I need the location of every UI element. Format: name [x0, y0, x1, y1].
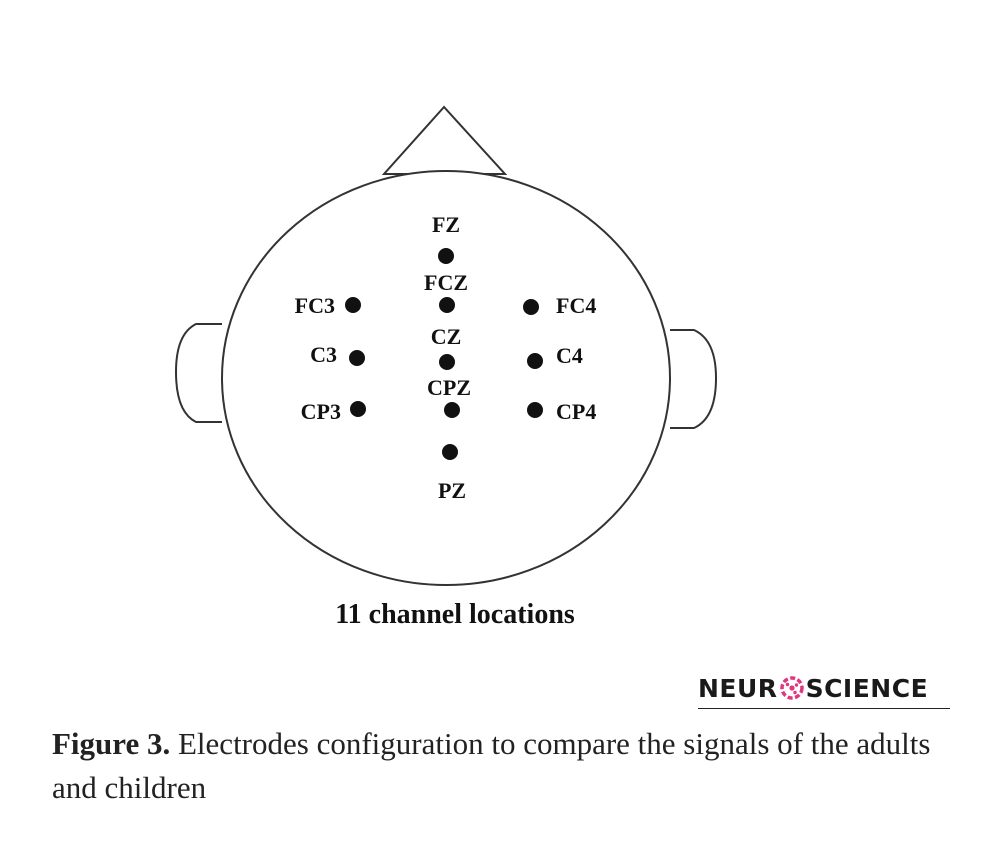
- nose-shape: [381, 105, 508, 175]
- neuroscience-logo: NEUR SCIENCE: [698, 668, 950, 709]
- figure-label: Figure 3.: [52, 726, 171, 761]
- electrode-dot-fc4: [523, 299, 539, 315]
- electrode-dot-cpz: [444, 402, 460, 418]
- figure-caption: Figure 3. Electrodes configuration to co…: [52, 722, 957, 810]
- brain-network-icon: [779, 676, 804, 700]
- electrode-label-pz: PZ: [438, 478, 466, 503]
- electrode-label-fcz: FCZ: [424, 270, 468, 295]
- electrode-dot-cp4: [527, 402, 543, 418]
- left-ear-shape: [174, 323, 222, 423]
- brand-prefix: NEUR: [698, 673, 778, 703]
- electrode-label-c3: C3: [310, 342, 337, 367]
- electrode-label-c4: C4: [556, 343, 583, 368]
- electrode-dot-pz: [442, 444, 458, 460]
- electrode-dot-c4: [527, 353, 543, 369]
- electrode-label-fc4: FC4: [556, 293, 596, 318]
- electrode-dot-fz: [438, 248, 454, 264]
- electrode-label-cz: CZ: [431, 324, 462, 349]
- electrode-label-fz: FZ: [432, 212, 460, 237]
- electrode-dots: [345, 248, 543, 460]
- electrode-dot-fcz: [439, 297, 455, 313]
- electrode-dot-cz: [439, 354, 455, 370]
- figure-caption-text: Electrodes configuration to compare the …: [52, 726, 931, 805]
- brand-suffix: SCIENCE: [805, 673, 929, 703]
- electrode-label-cpz: CPZ: [427, 375, 471, 400]
- electrode-label-cp4: CP4: [556, 399, 596, 424]
- electrode-label-fc3: FC3: [295, 293, 335, 318]
- diagram-caption: 11 channel locations: [335, 599, 575, 630]
- electrode-label-cp3: CP3: [301, 399, 341, 424]
- electrode-dot-c3: [349, 350, 365, 366]
- electrode-dot-fc3: [345, 297, 361, 313]
- electrode-dot-cp3: [350, 401, 366, 417]
- head-outline: [221, 170, 671, 586]
- right-ear-shape: [670, 329, 718, 429]
